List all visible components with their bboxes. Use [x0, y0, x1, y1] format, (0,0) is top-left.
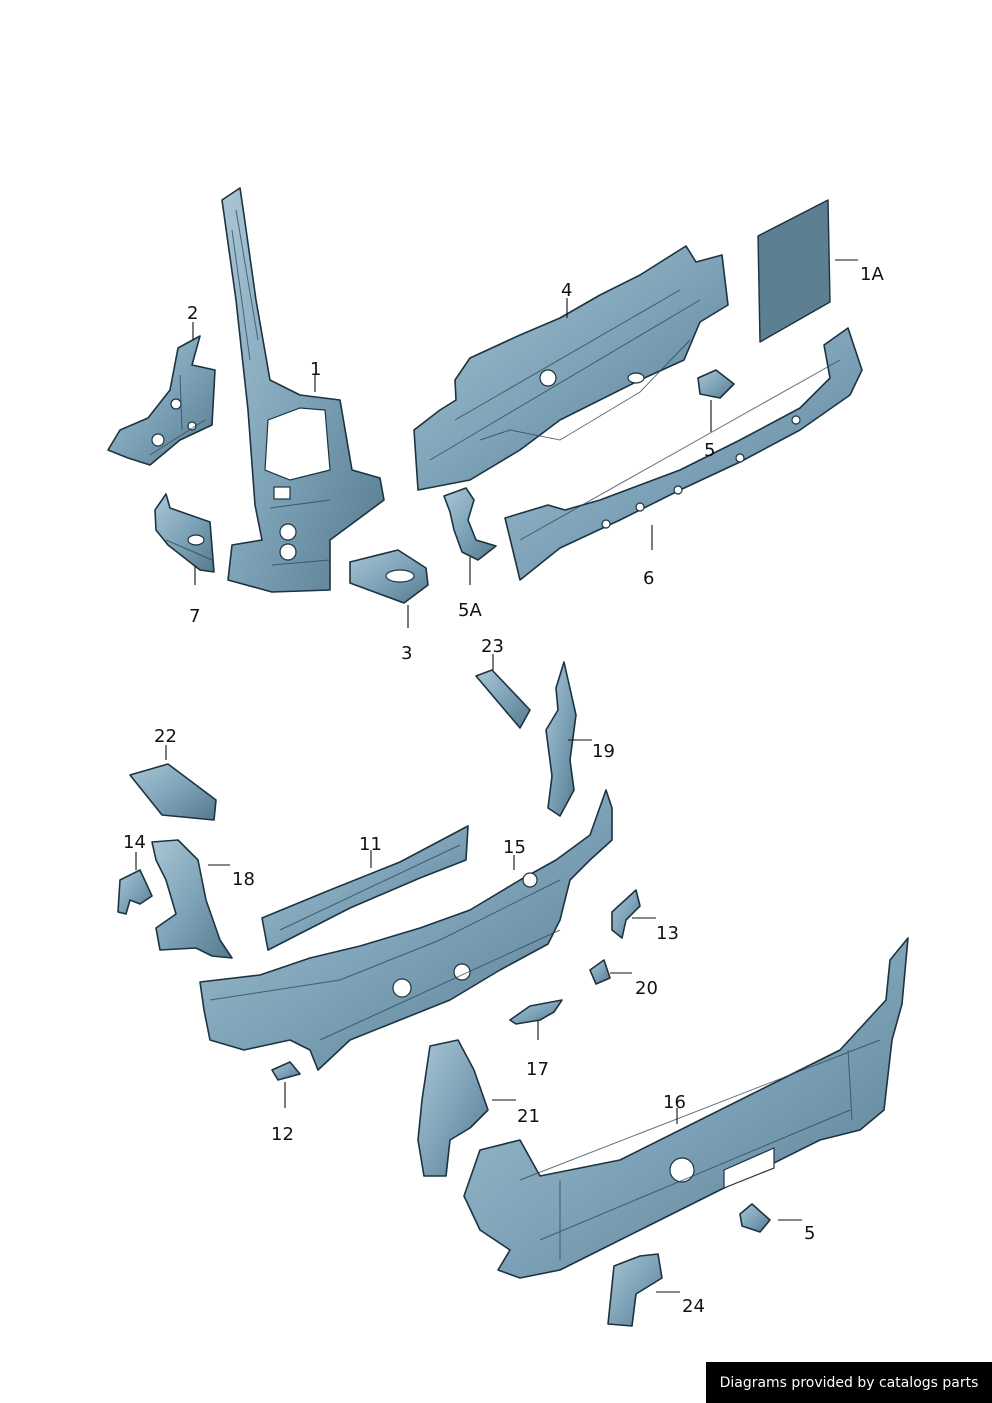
credit-text: Diagrams provided by catalogs parts	[719, 1374, 979, 1391]
callout-labels: 1 2 7 3 5A 4 1A 5 6 23 19 22 14 18 11 15…	[123, 264, 884, 1317]
callout-2: 2	[187, 303, 198, 324]
leader-lines	[135, 259, 858, 1293]
part-23-strip[interactable]	[475, 669, 531, 729]
part-3-plate[interactable]	[349, 549, 429, 604]
part-14-bracket[interactable]	[117, 869, 153, 915]
callout-17: 17	[526, 1059, 549, 1080]
callout-3: 3	[401, 643, 412, 664]
callout-12: 12	[271, 1124, 294, 1145]
callout-23: 23	[481, 636, 504, 657]
callout-16: 16	[663, 1092, 686, 1113]
callout-1: 1	[310, 359, 321, 380]
credit-banner: Diagrams provided by catalogs parts	[706, 1362, 992, 1403]
part-13-arch[interactable]	[611, 889, 641, 939]
part-11-crossmember[interactable]	[261, 825, 469, 951]
callout-20: 20	[635, 978, 658, 999]
callout-13: 13	[656, 923, 679, 944]
part-6-rail[interactable]	[504, 327, 863, 581]
part-19-strut[interactable]	[545, 661, 577, 817]
callout-6: 6	[643, 568, 654, 589]
part-5-clip-bottom[interactable]	[739, 1203, 771, 1233]
callout-21: 21	[517, 1106, 540, 1127]
part-22-tray[interactable]	[129, 763, 217, 821]
part-7-bracket[interactable]	[154, 493, 215, 573]
callout-22: 22	[154, 726, 177, 747]
callout-11: 11	[359, 834, 382, 855]
part-4-panel[interactable]	[413, 245, 729, 491]
part-12-clip[interactable]	[271, 1061, 301, 1081]
callout-19: 19	[592, 741, 615, 762]
part-2-bracket[interactable]	[107, 335, 216, 466]
part-24-bracket[interactable]	[607, 1253, 663, 1327]
part-18-panel[interactable]	[151, 839, 233, 959]
callout-4: 4	[561, 280, 572, 301]
part-21-brace[interactable]	[417, 1039, 489, 1177]
callout-5-top: 5	[704, 440, 715, 461]
callout-5-bottom: 5	[804, 1223, 815, 1244]
callout-24: 24	[682, 1296, 705, 1317]
part-17-bracket[interactable]	[509, 999, 563, 1025]
callout-15: 15	[503, 837, 526, 858]
part-15-floor[interactable]	[199, 789, 613, 1071]
part-20-clip[interactable]	[589, 959, 611, 985]
callout-5A: 5A	[458, 600, 482, 621]
callout-7: 7	[189, 606, 200, 627]
callout-18: 18	[232, 869, 255, 890]
part-16-rear-panel[interactable]	[463, 937, 909, 1279]
part-1A-sheet[interactable]	[757, 199, 831, 343]
part-5A-bracket[interactable]	[443, 487, 497, 561]
callout-1A: 1A	[860, 264, 884, 285]
part-1-pillar[interactable]	[221, 187, 385, 593]
callout-14: 14	[123, 832, 146, 853]
part-5-clip-top[interactable]	[697, 369, 735, 399]
